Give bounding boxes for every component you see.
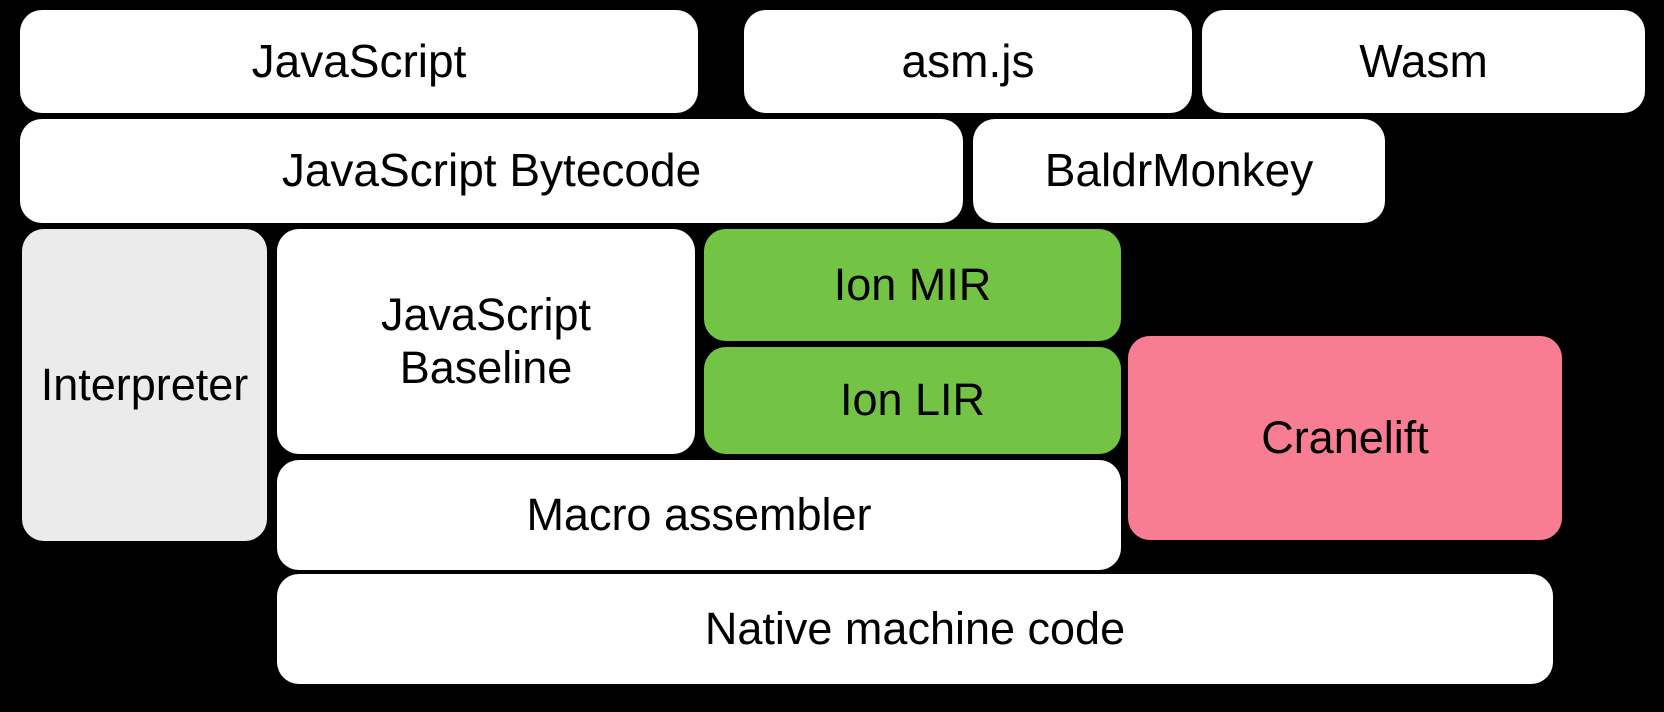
node-asmjs: asm.js: [744, 10, 1192, 113]
node-javascript-bytecode: JavaScript Bytecode: [20, 119, 963, 223]
node-asmjs-label: asm.js: [901, 34, 1035, 87]
node-cranelift-label: Cranelift: [1261, 411, 1429, 463]
node-cranelift: Cranelift: [1128, 336, 1562, 540]
node-javascript-baseline-label: JavaScript Baseline: [380, 289, 592, 393]
node-javascript-label: JavaScript: [251, 34, 467, 87]
node-ion-mir: Ion MIR: [704, 229, 1121, 341]
node-javascript-bytecode-label: JavaScript Bytecode: [281, 144, 702, 197]
node-javascript: JavaScript: [20, 10, 698, 113]
node-macro-assembler: Macro assembler: [277, 460, 1121, 570]
node-native-machine-code-label: Native machine code: [704, 602, 1126, 654]
node-ion-lir-label: Ion LIR: [839, 374, 986, 426]
node-baldrmonkey-label: BaldrMonkey: [1044, 144, 1314, 197]
node-wasm: Wasm: [1202, 10, 1645, 113]
node-interpreter: Interpreter: [22, 229, 267, 541]
node-ion-mir-label: Ion MIR: [833, 258, 992, 310]
node-native-machine-code: Native machine code: [277, 574, 1553, 684]
node-wasm-label: Wasm: [1359, 34, 1488, 87]
node-javascript-baseline: JavaScript Baseline: [277, 229, 695, 454]
node-macro-assembler-label: Macro assembler: [526, 488, 872, 540]
node-ion-lir: Ion LIR: [704, 347, 1121, 454]
node-baldrmonkey: BaldrMonkey: [973, 119, 1385, 223]
node-interpreter-label: Interpreter: [40, 358, 249, 410]
